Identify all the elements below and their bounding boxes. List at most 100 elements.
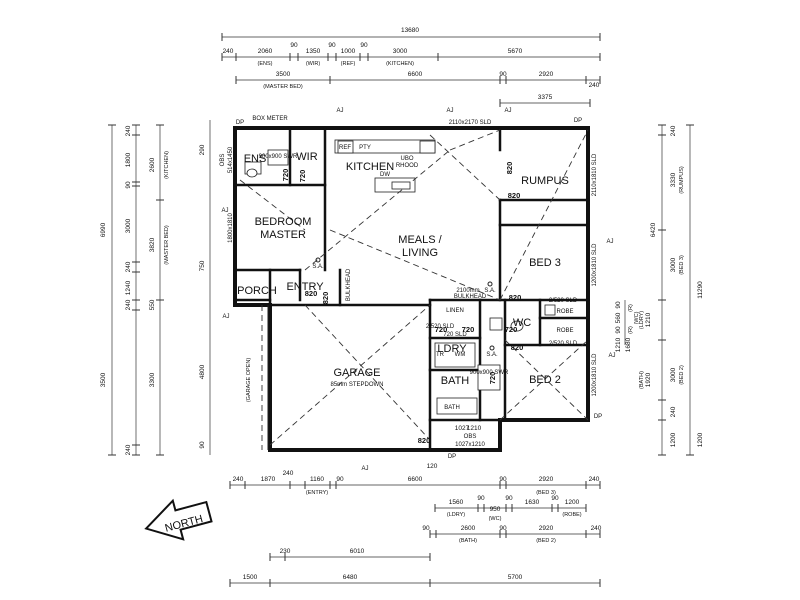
fixture-shr-bath: 900x900 SWR bbox=[470, 370, 509, 376]
dim-label-r2: (R) bbox=[628, 326, 634, 334]
fixture-sa-2: S.A. bbox=[312, 264, 324, 270]
dim-bot-r1-6: 90 bbox=[499, 476, 507, 483]
room-bedroom: BEDROOM bbox=[255, 216, 312, 228]
door-linen: 720 bbox=[435, 325, 448, 334]
dp-1: DP bbox=[236, 120, 244, 126]
dim-left-c2-0: 2600 bbox=[149, 157, 156, 172]
fixture-shr-ens: 900x900 SWR bbox=[259, 154, 298, 160]
dim-left-c1-5: 1240 bbox=[125, 280, 132, 295]
dim-bot-r1-4: 90 bbox=[336, 476, 344, 483]
dim-bot-r1-1: 1870 bbox=[261, 476, 276, 483]
dim-bot-r1-8: 240 bbox=[589, 476, 600, 483]
dim-top-r2-2: 90 bbox=[499, 71, 507, 78]
fixture-sa-3: S.A. bbox=[486, 352, 498, 358]
door-rumpus: 820 bbox=[508, 191, 521, 200]
dim-bot-r4-0: 230 bbox=[280, 548, 291, 555]
dim-label-r1: (R) bbox=[628, 304, 634, 312]
win-bed3: 1200x1810 SLD bbox=[592, 243, 598, 287]
aj-2: AJ bbox=[446, 108, 453, 114]
door-entry: 820 bbox=[305, 289, 318, 298]
dim-bot-r2-3: 90 bbox=[505, 495, 513, 502]
dim-label-left-kitchen: (KITCHEN) bbox=[164, 151, 170, 179]
room-kitchen: KITCHEN bbox=[346, 161, 394, 173]
dim-bot-r3-2: 90 bbox=[499, 525, 507, 532]
dim-bot-r2-0: 1560 bbox=[449, 499, 464, 506]
room-living: LIVING bbox=[402, 247, 438, 259]
dim-right-c1-0: 240 bbox=[670, 125, 677, 136]
dim-top-r2-1: 6600 bbox=[408, 71, 423, 78]
room-ens: ENS bbox=[244, 153, 267, 165]
door-ldry: 720 bbox=[462, 325, 475, 334]
dim-label-bot-bed3: (BED 3) bbox=[536, 490, 556, 496]
dim-top-r1-0: 240 bbox=[223, 48, 234, 55]
dim-bot-r2-4: 1630 bbox=[525, 499, 540, 506]
dim-top-r1-1: 2060 bbox=[258, 48, 273, 55]
fixture-box-meter: BOX METER bbox=[252, 116, 288, 122]
dim-label-bot-bed2: (BED 2) bbox=[536, 538, 556, 544]
dim-right-c2-1: 560 bbox=[615, 312, 622, 323]
dim-right-c1-9: 1200 bbox=[697, 432, 704, 447]
garage-open-label: (GARAGE OPEN) bbox=[246, 358, 252, 402]
dim-right-overall: 11290 bbox=[697, 281, 704, 299]
aj-5: AJ bbox=[222, 314, 229, 320]
dim-right-c1-1: 3330 bbox=[670, 172, 677, 187]
door-master: 820 bbox=[321, 292, 330, 305]
dim-bot-r3-4: 240 bbox=[591, 525, 602, 532]
dp-2: DP bbox=[574, 118, 582, 124]
dp-3: DP bbox=[594, 414, 602, 420]
dim-left-c1-7: 3500 bbox=[100, 372, 107, 387]
dim-label-wir: (WIR) bbox=[306, 61, 321, 67]
dim-right-c2-3: 1210 bbox=[615, 337, 622, 352]
dim-bot-r2-6: 1200 bbox=[565, 499, 580, 506]
dim-overall-width: 13680 bbox=[401, 27, 419, 34]
win-bed2: 1200x1810 SLD bbox=[592, 353, 598, 397]
room-porch: PORCH bbox=[237, 285, 277, 297]
bottom-dimensions: 240 1870 240 1160 90 6600 90 2920 240 (E… bbox=[229, 425, 602, 587]
room-bath: BATH bbox=[441, 375, 470, 387]
dim-label-kitchen: (KITCHEN) bbox=[386, 61, 414, 67]
win-bath: 1027x1210 bbox=[455, 442, 485, 448]
dim-top-r1-8: 5670 bbox=[508, 48, 523, 55]
door-sizes: 720 720 820 820 820 820 820 820 720 720 … bbox=[281, 162, 523, 445]
dim-top-r1-7: 3000 bbox=[393, 48, 408, 55]
dim-label-rumpus: (RUMPUS) bbox=[679, 166, 685, 194]
dim-top-r1-5: 1000 bbox=[341, 48, 356, 55]
room-robe-1: ROBE bbox=[556, 309, 573, 315]
ldry-sld: 720 SLD bbox=[443, 332, 467, 338]
dim-left-c2-3: 3300 bbox=[149, 372, 156, 387]
roof-lines bbox=[239, 129, 589, 446]
dim-bot-r3-1: 2600 bbox=[461, 525, 476, 532]
dim-overall-height: 6990 bbox=[100, 222, 107, 237]
dim-label-bot-robe: (ROBE) bbox=[562, 512, 581, 518]
win-bath-obs: OBS bbox=[464, 434, 477, 440]
dim-right-c1-5b: 3000 bbox=[670, 367, 677, 382]
walls bbox=[233, 126, 590, 452]
robe-sld-2: 2/520 SLD bbox=[549, 341, 578, 347]
fixture-bulkhead-note: 2100mm bbox=[456, 288, 479, 294]
aj-1: AJ bbox=[336, 108, 343, 114]
aj-3: AJ bbox=[504, 108, 511, 114]
win-ens: 514x1450 bbox=[228, 146, 234, 173]
dim-bot-r1-0: 240 bbox=[233, 476, 244, 483]
dim-left-c1-4: 240 bbox=[125, 261, 132, 272]
dim-right-c2-2: 90 bbox=[615, 326, 622, 334]
left-dimensions: 6990 3500 240 1800 90 3000 240 1240 240 … bbox=[100, 120, 252, 456]
dim-right-c2-0: 90 bbox=[615, 301, 622, 309]
room-wir: WIR bbox=[296, 151, 317, 163]
dim-bot-r4-1: 6010 bbox=[350, 548, 365, 555]
robe-sld-1: 2/520 SLD bbox=[549, 298, 578, 304]
win-master: 1800x1810 bbox=[228, 212, 234, 242]
door-bed3: 820 bbox=[509, 293, 522, 302]
room-bed2: BED 2 bbox=[529, 374, 561, 386]
dim-bot-r5-2: 5700 bbox=[508, 574, 523, 581]
dim-label-ldry: (LDRY) bbox=[639, 311, 645, 329]
right-dimensions: 11290 240 3330 (RUMPUS) 6420 3000 (BED 3… bbox=[615, 124, 704, 456]
dim-right-c1-3: 1210 bbox=[645, 312, 652, 327]
dim-label-ref: (REF) bbox=[341, 61, 356, 67]
fixture-tr: TR bbox=[436, 352, 445, 358]
dim-bot-r3-3: 2920 bbox=[539, 525, 554, 532]
dim-bot-r1-3: 1160 bbox=[310, 476, 324, 483]
door-ens: 720 bbox=[281, 169, 290, 182]
aj-8: AJ bbox=[608, 353, 615, 359]
